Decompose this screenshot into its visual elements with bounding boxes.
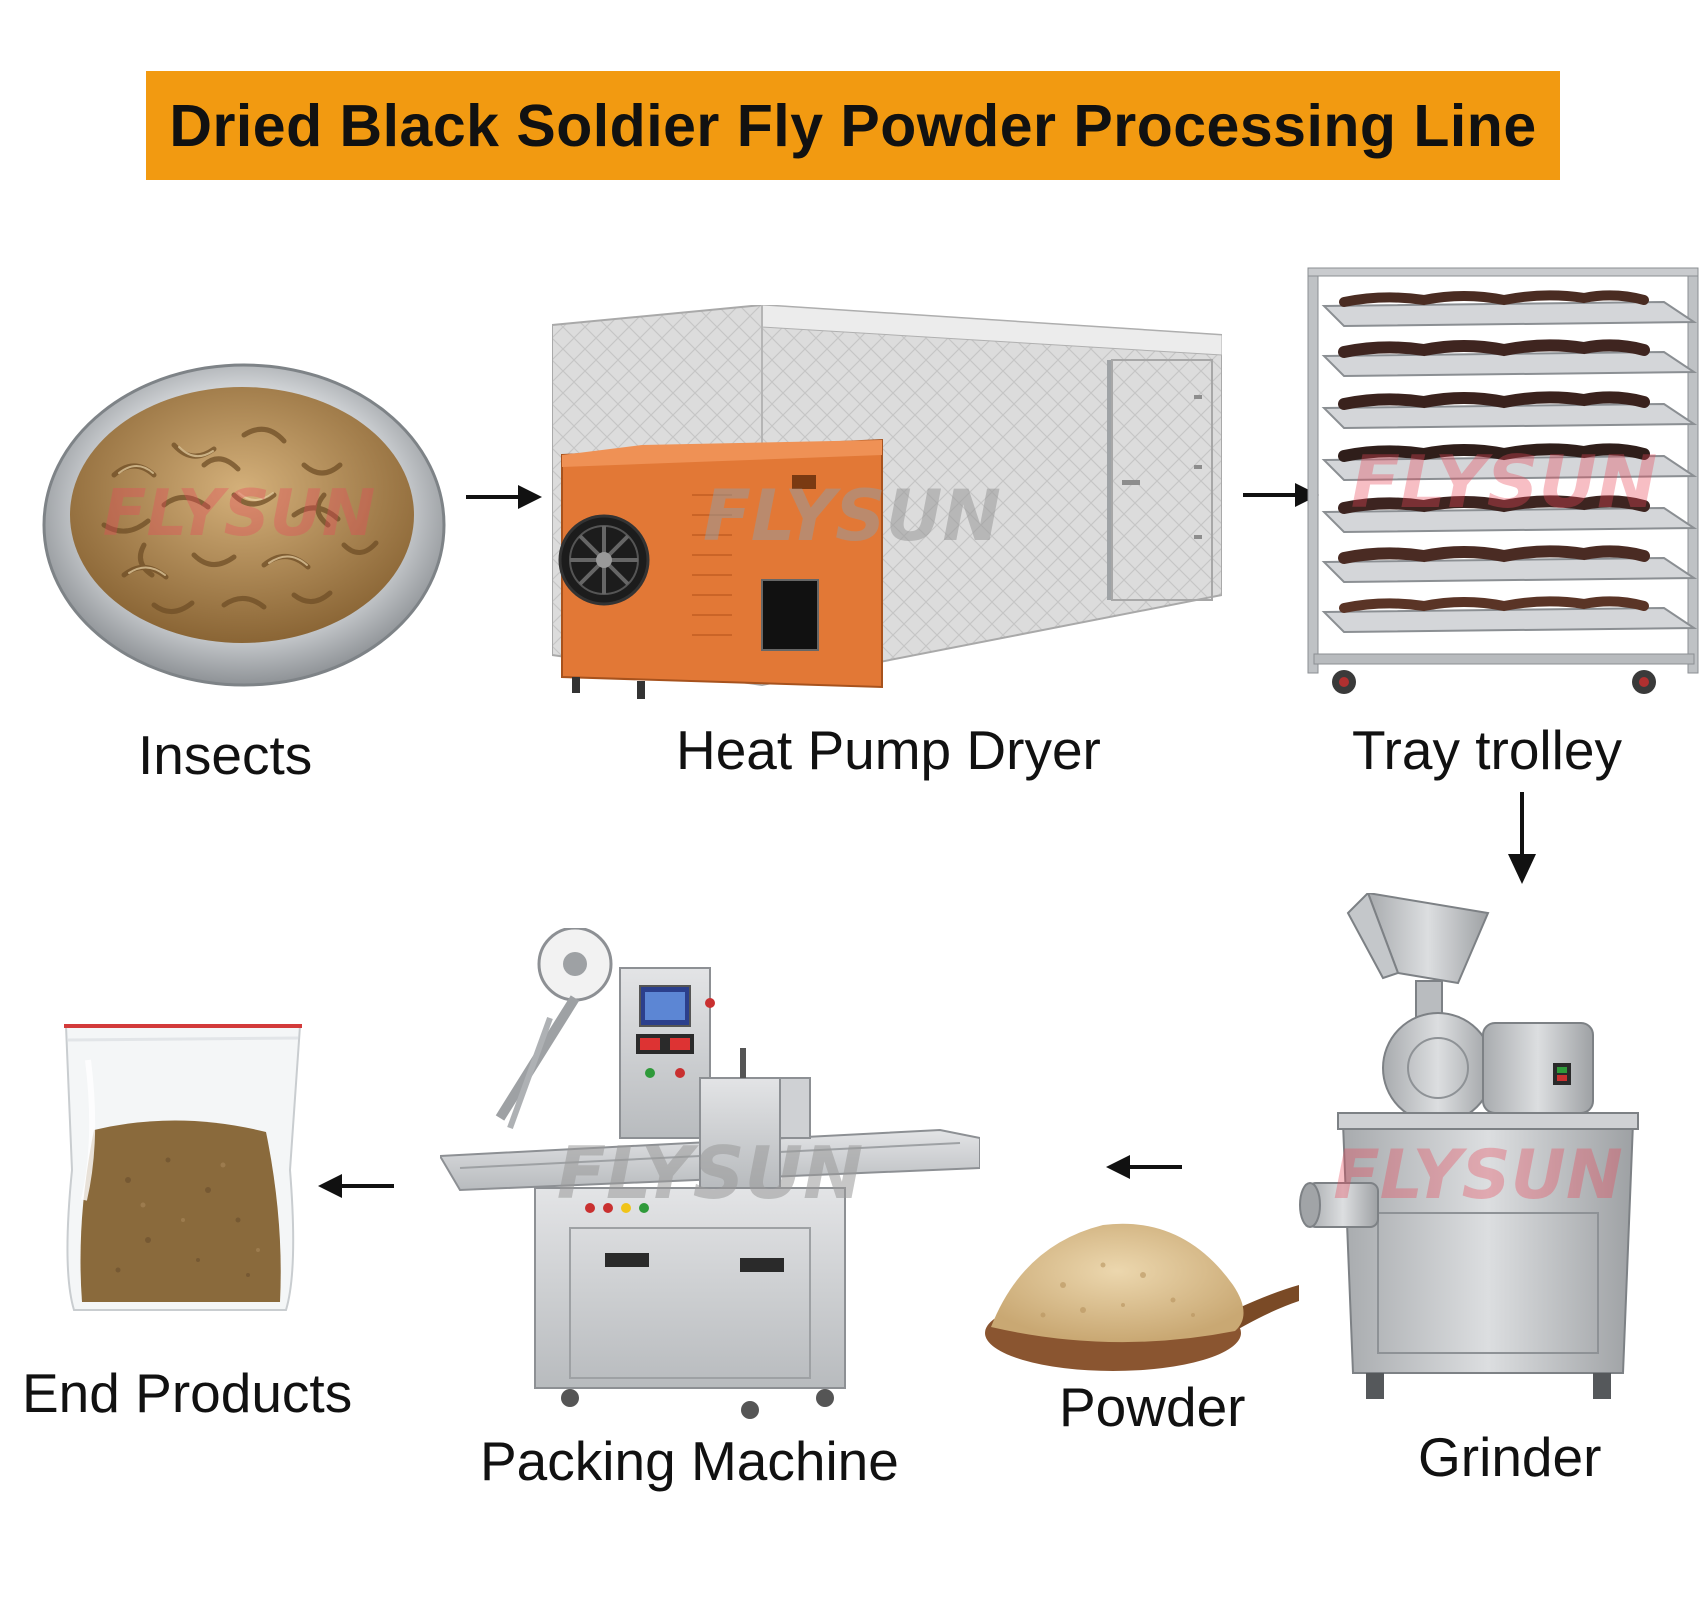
step-label-powder: Powder bbox=[1059, 1376, 1246, 1438]
diagram-title: Dried Black Soldier Fly Powder Processin… bbox=[169, 92, 1537, 159]
arrow-right-icon bbox=[466, 485, 542, 509]
arrow-right-icon bbox=[1243, 483, 1319, 507]
heat-pump-dryer-icon: FLYSUN bbox=[552, 305, 1222, 699]
arrow-down-icon bbox=[1508, 792, 1536, 884]
svg-text:FLYSUN: FLYSUN bbox=[1351, 440, 1658, 524]
svg-text:FLYSUN: FLYSUN bbox=[103, 477, 376, 551]
zip-bag-icon bbox=[64, 1024, 302, 1311]
svg-text:FLYSUN: FLYSUN bbox=[1333, 1136, 1623, 1215]
insect-bowl-icon: FLYSUN bbox=[42, 363, 446, 687]
step-label-insects: Insects bbox=[138, 724, 313, 786]
step-label-grinder: Grinder bbox=[1418, 1426, 1602, 1488]
powder-spoon-icon bbox=[985, 1223, 1299, 1371]
grinder-icon: FLYSUN bbox=[1299, 893, 1639, 1399]
step-label-tray-trolley: Tray trolley bbox=[1352, 719, 1622, 781]
packing-machine-icon: FLYSUN bbox=[440, 928, 980, 1419]
step-label-heat-pump-dryer: Heat Pump Dryer bbox=[676, 719, 1101, 781]
step-label-end-products: End Products bbox=[22, 1362, 353, 1424]
arrow-left-icon bbox=[1106, 1155, 1182, 1179]
svg-text:FLYSUN: FLYSUN bbox=[703, 475, 1001, 557]
tray-trolley-icon: FLYSUN bbox=[1307, 267, 1699, 694]
step-label-packing-machine: Packing Machine bbox=[480, 1430, 899, 1492]
svg-text:FLYSUN: FLYSUN bbox=[557, 1131, 864, 1215]
title-banner: Dried Black Soldier Fly Powder Processin… bbox=[146, 71, 1560, 180]
arrow-left-icon bbox=[318, 1174, 394, 1198]
